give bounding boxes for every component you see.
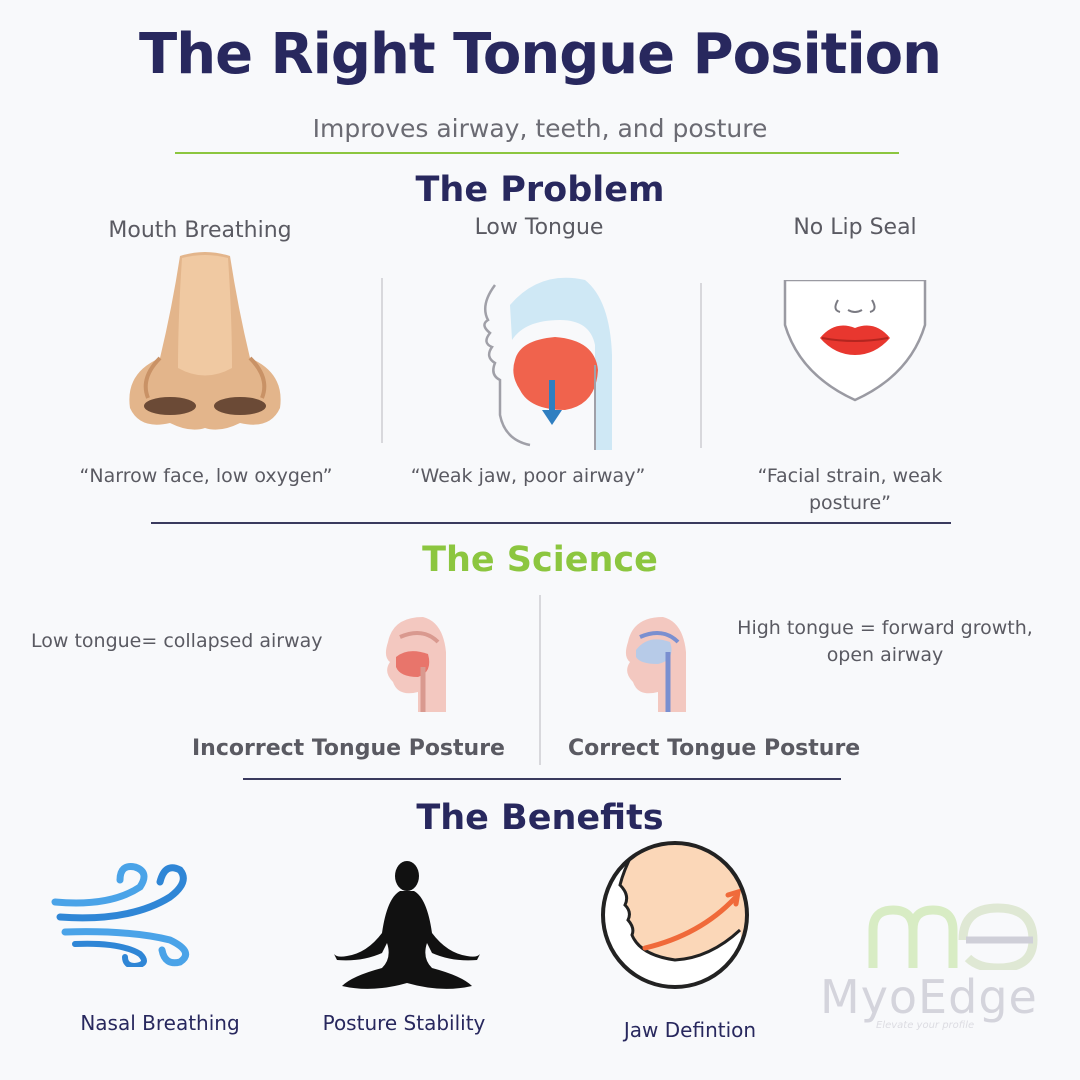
page-title: The Right Tongue Position [139, 22, 942, 87]
brand-name: MyoEdge [820, 970, 1038, 1024]
science-right-text: High tongue = forward growth, open airwa… [737, 617, 1033, 666]
problem-divider-1 [381, 278, 383, 443]
science-heading: The Science [422, 540, 658, 580]
low-tongue-quote: “Weak jaw, poor airway” [410, 465, 646, 487]
lips-icon [780, 280, 930, 405]
myoedge-logo: MyoEdge Elevate your profile [818, 900, 1053, 1035]
brand-tagline: Elevate your profile [876, 1020, 975, 1031]
science-divider-bottom [243, 778, 841, 780]
benefits-heading: The Benefits [416, 798, 664, 838]
low-tongue-icon [470, 265, 620, 450]
mouth-breathing-quote: “Narrow face, low oxygen” [79, 465, 333, 487]
posture-stability-label: Posture Stability [322, 1011, 486, 1035]
science-divider [539, 595, 541, 765]
correct-posture-label: Correct Tongue Posture [568, 736, 861, 761]
low-tongue-label: Low Tongue [474, 215, 604, 240]
jaw-icon [600, 840, 750, 990]
header-divider [175, 152, 899, 154]
problem-heading: The Problem [415, 170, 665, 210]
wind-icon [50, 862, 210, 967]
science-left-text: Low tongue= collapsed airway [31, 630, 323, 652]
correct-posture-icon [618, 612, 690, 712]
nasal-breathing-label: Nasal Breathing [80, 1011, 240, 1035]
page-subtitle: Improves airway, teeth, and posture [312, 114, 768, 143]
jaw-definition-label: Jaw Defintion [623, 1018, 757, 1042]
problem-divider-2 [700, 283, 702, 448]
meditation-icon [332, 858, 482, 993]
nose-icon [120, 248, 290, 433]
problem-divider-bottom [151, 522, 951, 524]
incorrect-posture-label: Incorrect Tongue Posture [192, 736, 505, 761]
mouth-breathing-label: Mouth Breathing [108, 218, 292, 243]
no-lip-seal-label: No Lip Seal [793, 215, 917, 240]
no-lip-seal-quote: “Facial strain, weak posture” [757, 465, 943, 514]
incorrect-posture-icon [378, 612, 450, 712]
